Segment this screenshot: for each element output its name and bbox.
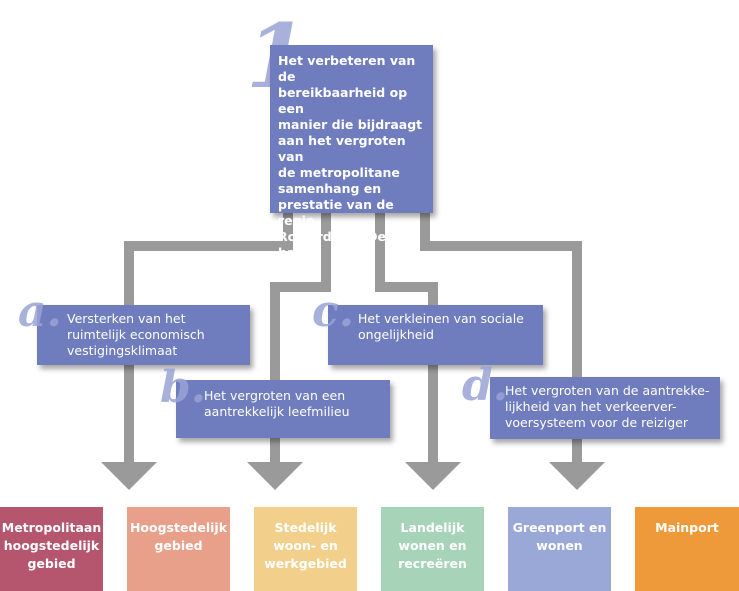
sub-goal-d-text: Het vergroten van de aantrekke- lijkheid…	[505, 383, 710, 430]
connector-d	[420, 212, 582, 466]
category-label: Stedelijk woon- en werkgebied	[264, 520, 347, 571]
sub-goal-a-letter: a.	[18, 286, 62, 337]
main-goal-text: Het verbeteren van de bereikbaarheid op …	[278, 53, 423, 260]
category-label: Metropolitaan hoogstedelijk gebied	[1, 520, 102, 571]
category-label: Landelijk wonen en recreëren	[398, 520, 467, 571]
category-label: Greenport en wonen	[512, 520, 607, 553]
connector-b	[270, 212, 331, 466]
arrow-head-b	[247, 462, 303, 490]
category-hoogstedelijk: Hoogstedelijk gebied	[127, 507, 230, 591]
category-mainport: Mainport	[635, 507, 739, 591]
sub-goal-d-letter: d.	[462, 360, 509, 411]
category-label: Mainport	[655, 520, 719, 535]
arrow-head-d	[549, 462, 605, 490]
arrow-head-c	[405, 462, 461, 490]
sub-goal-b-text: Het vergroten van een aantrekkelijk leef…	[204, 388, 350, 419]
arrow-head-a	[101, 462, 157, 490]
category-metropolitaan: Metropolitaan hoogstedelijk gebied	[0, 507, 103, 591]
category-stedelijk: Stedelijk woon- en werkgebied	[254, 507, 357, 591]
sub-goal-b-box: Het vergroten van een aantrekkelijk leef…	[176, 380, 390, 438]
sub-goal-c-box: Het verkleinen van sociale ongelijkheid	[328, 305, 543, 365]
sub-goal-b-letter: b.	[160, 362, 207, 413]
category-landelijk: Landelijk wonen en recreëren	[381, 507, 484, 591]
sub-goal-a-text: Versterken van het ruimtelijk economisch…	[67, 311, 205, 358]
sub-goal-c-text: Het verkleinen van sociale ongelijkheid	[358, 311, 524, 342]
sub-goal-c-letter: c.	[312, 286, 355, 337]
connector-c	[375, 212, 438, 466]
main-goal-box: Het verbeteren van de bereikbaarheid op …	[270, 45, 433, 260]
sub-goal-d-box: Het vergroten van de aantrekke- lijkheid…	[490, 377, 720, 439]
category-label: Hoogstedelijk gebied	[129, 520, 228, 553]
sub-goal-a-box: Versterken van het ruimtelijk economisch…	[37, 305, 250, 365]
category-greenport: Greenport en wonen	[508, 507, 611, 591]
